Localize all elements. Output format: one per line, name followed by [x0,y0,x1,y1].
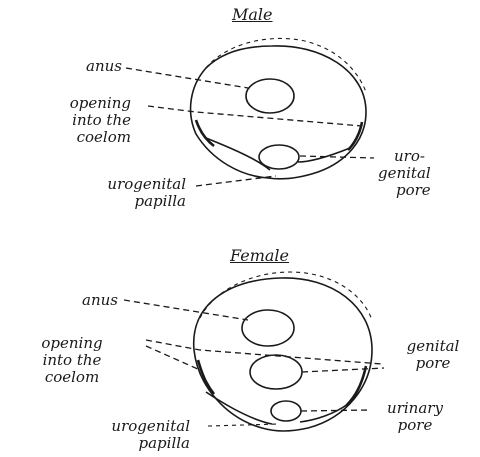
male-opening-line1: opening [31,95,131,112]
female-urinary-line2: pore [370,417,460,434]
female-urinary-pore [271,401,301,421]
male-figure [126,38,374,186]
female-urinary-line1: urinary [370,400,460,417]
female-genital-line1: genital [392,338,474,355]
male-opening-line2: into the [31,112,131,129]
female-genital-label: genital pore [392,338,474,372]
female-figure [124,272,384,431]
female-inner-line-left [206,392,272,424]
female-body-outline [194,278,372,431]
female-urinary-leader [301,410,370,411]
female-opening-line1: opening [12,335,132,352]
female-opening-leader-b [146,346,200,370]
female-papilla-line2: papilla [24,435,190,452]
male-pore-label: uro- genital pore [378,148,431,199]
male-left-flap [196,120,214,146]
female-papilla-leader [208,424,280,426]
female-urinary-label: urinary pore [370,400,460,434]
female-left-flap [198,360,214,394]
male-pore-line3: pore [378,182,431,199]
female-papilla-label: urogenital papilla [24,418,190,452]
female-genital-pore [250,355,302,389]
female-papilla-line1: urogenital [24,418,190,435]
male-papilla-line1: urogenital [36,176,186,193]
female-opening-line3: coelom [12,369,132,386]
female-top-dashed-edge [200,272,372,320]
male-inner-line-right [298,148,350,162]
male-opening-label: opening into the coelom [31,95,131,146]
male-papilla-label: urogenital papilla [36,176,186,210]
female-anus-leader [124,300,248,320]
female-anus-label: anus [82,292,118,309]
male-pore-leader [300,156,374,158]
male-anus [246,79,294,113]
male-opening-line3: coelom [31,129,131,146]
female-title: Female [230,247,289,264]
female-opening-label: opening into the coelom [12,335,132,386]
female-genital-leader [302,368,384,372]
male-anus-label: anus [86,58,122,75]
female-genital-line2: pore [392,355,474,372]
female-anus [242,310,294,346]
male-pore-line2: genital [378,165,431,182]
male-papilla-line2: papilla [36,193,186,210]
male-anus-leader [126,68,248,88]
female-opening-leader-a [146,340,382,364]
female-opening-line2: into the [12,352,132,369]
male-pore-line1: uro- [378,148,431,165]
male-title: Male [232,6,273,23]
